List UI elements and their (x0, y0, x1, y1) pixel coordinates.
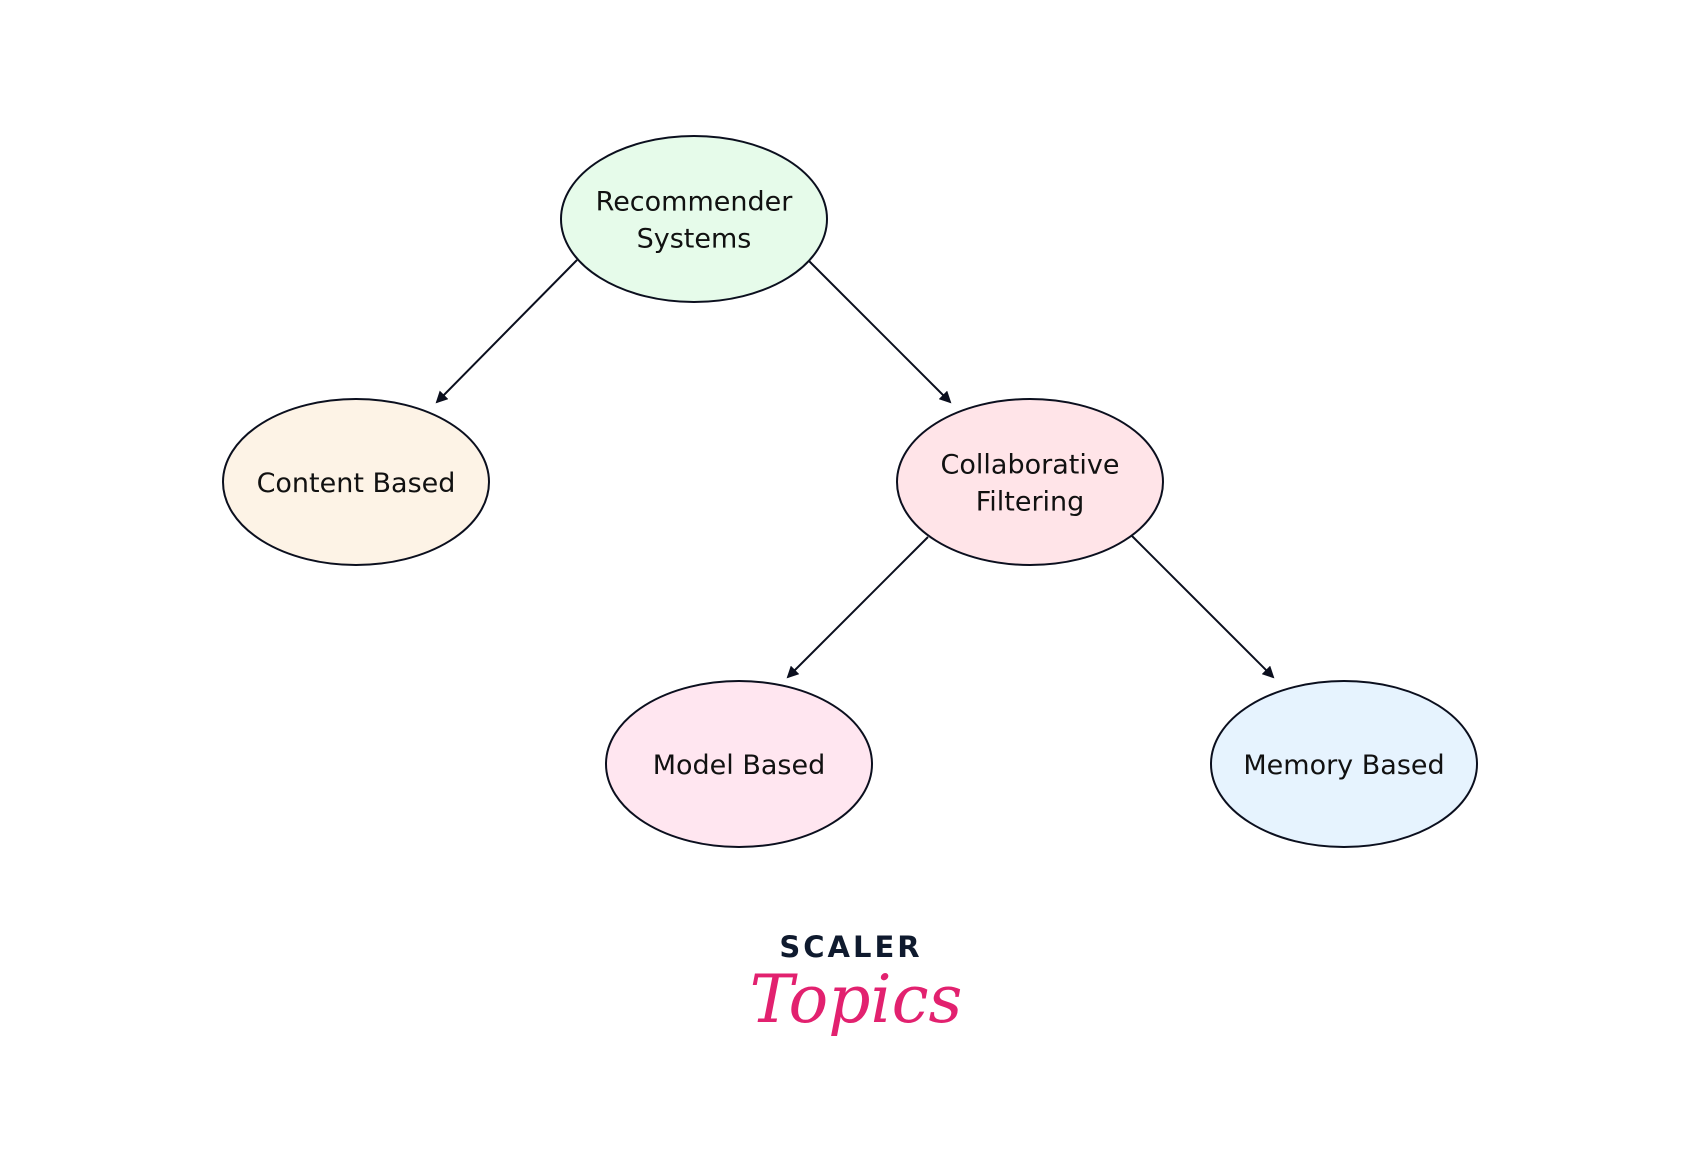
edge-arrow-root-to-content (435, 259, 578, 404)
logo-topics-text: Topics (750, 961, 963, 1038)
node-model: Model Based (605, 680, 873, 848)
edges-layer (435, 259, 1275, 679)
logo-scaler-text: SCALER (779, 930, 922, 964)
node-ellipse-memory (1210, 680, 1478, 848)
node-ellipse-collab (896, 398, 1164, 566)
node-ellipse-content (222, 398, 490, 566)
node-memory: Memory Based (1210, 680, 1478, 848)
node-label-collab: Collaborative (941, 450, 1120, 481)
edge-arrow-collab-to-model (786, 536, 929, 679)
node-label-root: Systems (637, 224, 752, 255)
node-label-root: Recommender (596, 187, 794, 218)
scaler-topics-logo: SCALER Topics (750, 930, 963, 1038)
edge-arrow-collab-to-memory (1131, 535, 1275, 679)
node-label-content: Content Based (257, 468, 456, 499)
edge-arrow-root-to-collab (807, 259, 952, 404)
node-label-model: Model Based (653, 750, 826, 781)
node-ellipse-model (605, 680, 873, 848)
node-label-memory: Memory Based (1243, 750, 1444, 781)
node-content: Content Based (222, 398, 490, 566)
node-ellipse-root (560, 135, 828, 303)
node-label-collab: Filtering (976, 487, 1085, 518)
